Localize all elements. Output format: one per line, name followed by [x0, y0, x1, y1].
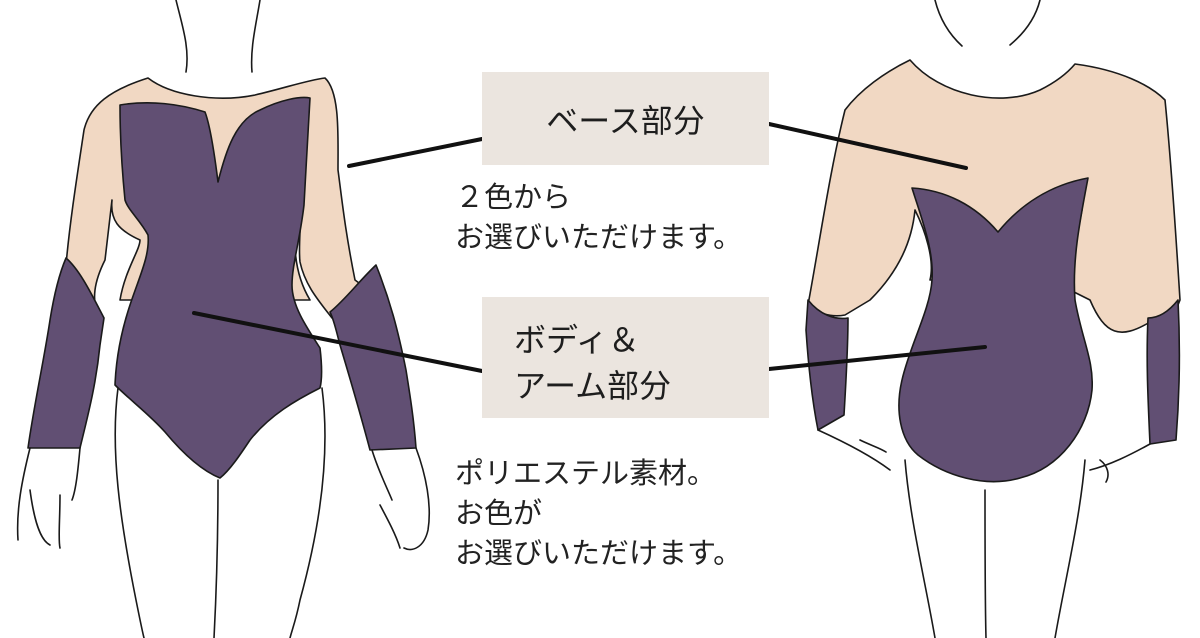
body-label-line2: アーム部分 [514, 367, 672, 405]
base-part-label: ベース部分 [482, 72, 769, 165]
pointer-body-back [767, 345, 987, 371]
body-arm-part-caption: ポリエステル素材。 お色が お選びいただけます。 [455, 453, 742, 573]
back-legs-outline [904, 459, 1086, 638]
back-head-outline [934, 0, 1041, 47]
back-body-panel [898, 177, 1093, 483]
back-right-sleeve [1146, 299, 1181, 445]
base-caption-line2: お選びいただけます。 [455, 220, 743, 254]
body-caption-line1: ポリエステル素材。 [455, 456, 717, 490]
front-left-hand [16, 447, 81, 549]
front-figure [16, 0, 431, 638]
front-right-hand [371, 447, 431, 551]
front-legs-outline [114, 387, 326, 638]
front-neck-outline [175, 0, 261, 73]
back-left-hand [817, 429, 891, 471]
pointer-body-front [192, 311, 484, 373]
body-arm-part-label: ボディ＆ アーム部分 [482, 297, 769, 418]
pointer-base-back [767, 122, 968, 170]
base-part-caption: ２色から お選びいただけます。 [455, 177, 742, 257]
front-body-panel [114, 96, 323, 479]
base-part-label-text: ベース部分 [546, 101, 705, 140]
pointer-base-front [347, 137, 484, 168]
front-right-sleeve [329, 264, 417, 451]
back-right-hand [1089, 443, 1151, 483]
back-figure [805, 0, 1181, 638]
body-caption-line3: お選びいただけます。 [455, 536, 743, 570]
base-caption-line1: ２色から [455, 180, 572, 214]
pointer-lines [192, 122, 987, 373]
body-label-line1: ボディ＆ [514, 321, 640, 359]
body-caption-line2: お色が [455, 496, 543, 530]
front-left-sleeve [27, 257, 105, 449]
